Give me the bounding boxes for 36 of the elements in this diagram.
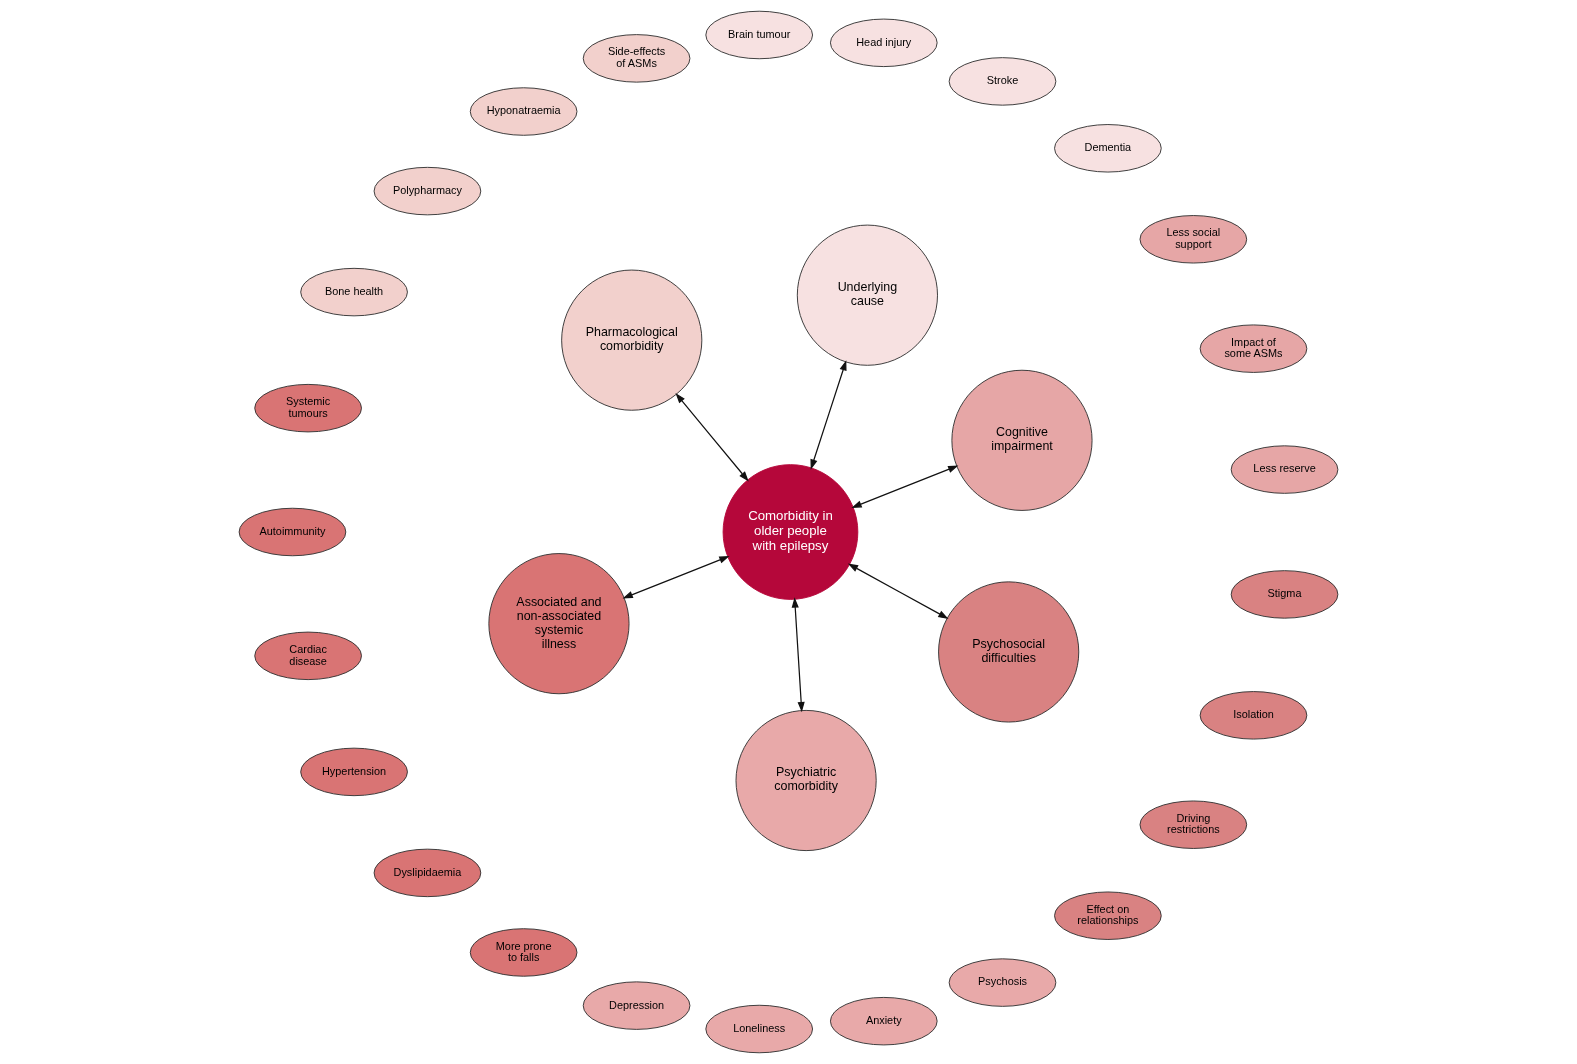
node-circle: Associated and non-associated systemic illness xyxy=(488,553,630,695)
node-ellipse: Driving restrictions xyxy=(1139,800,1248,849)
arrow xyxy=(791,597,805,713)
node-ellipse: Bone health xyxy=(300,267,408,317)
node-circle: Underlying cause xyxy=(796,224,938,366)
node-ellipse: Head injury xyxy=(829,18,938,68)
node-circle: Pharmacological comorbidity xyxy=(561,269,703,411)
node-ellipse: Side-effects of ASMs xyxy=(582,34,691,83)
node-circle: Psychiatric comorbidity xyxy=(735,709,877,852)
arrow xyxy=(851,465,959,508)
node-ellipse: Isolation xyxy=(1199,691,1308,740)
node-circle: Cognitive impairment xyxy=(951,369,1093,511)
node-ellipse: More prone to falls xyxy=(469,928,578,977)
arrow xyxy=(675,393,749,482)
node-ellipse: Brain tumour xyxy=(705,10,813,60)
node-ellipse: Dementia xyxy=(1054,124,1162,173)
node-ellipse: Systemic tumours xyxy=(254,383,362,433)
node-ellipse: Hyponatraemia xyxy=(469,87,578,136)
arrow xyxy=(847,563,949,619)
node-ellipse: Polypharmacy xyxy=(373,166,482,216)
node-ellipse: Anxiety xyxy=(829,996,938,1046)
node-ellipse: Less reserve xyxy=(1230,445,1339,494)
node-ellipse: Stroke xyxy=(948,57,1057,106)
arrow xyxy=(810,360,847,470)
node-ellipse: Effect on relationships xyxy=(1054,891,1162,940)
node-ellipse: Depression xyxy=(582,981,691,1030)
node-ellipse: Autoimmunity xyxy=(238,507,347,557)
node-ellipse: Psychosis xyxy=(948,958,1057,1007)
node-ellipse: Less social support xyxy=(1139,215,1248,264)
node-ellipse: Hypertension xyxy=(300,747,408,797)
node-ellipse: Cardiac disease xyxy=(254,631,362,681)
arrow xyxy=(622,556,730,599)
node-ellipse: Loneliness xyxy=(705,1004,813,1054)
node-ellipse: Dyslipidaemia xyxy=(373,848,482,898)
node-ellipse: Stigma xyxy=(1230,570,1339,619)
node-ellipse: Impact of some ASMs xyxy=(1199,324,1308,373)
